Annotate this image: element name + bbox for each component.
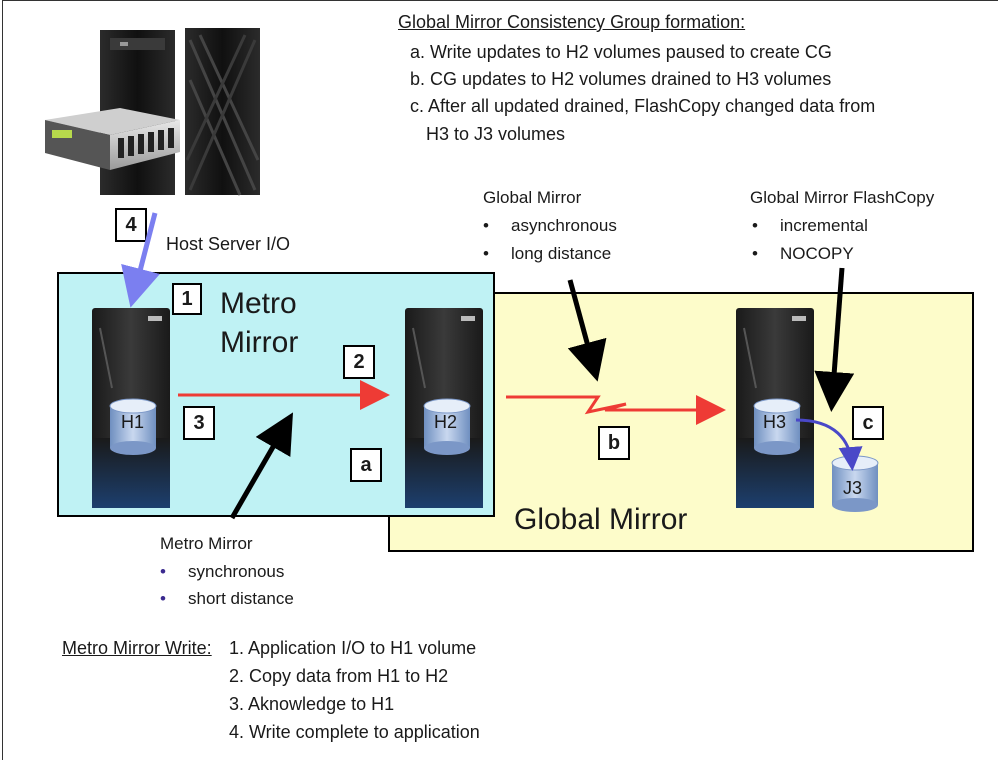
host-servers-image [45,28,260,196]
volume-h3-label: H3 [763,412,787,432]
volume-h1-label: H1 [121,412,145,432]
cg-step-c: c. After all updated drained, FlashCopy … [410,96,876,116]
global-mirror-note-title: Global Mirror [483,188,582,207]
step-3-box: 3 [183,406,215,440]
step-2-box: 2 [343,345,375,379]
global-mirror-link [506,395,726,425]
cg-formation-title: Global Mirror Consistency Group formatio… [398,12,746,32]
metro-write-label: Metro Mirror Write: [62,638,212,658]
volume-h2-label: H2 [434,412,458,432]
flashcopy-note-title: Global Mirror FlashCopy [750,188,935,207]
step-1-box: 1 [172,283,202,315]
metro-write-step-4: 4. Write complete to application [229,722,480,742]
cg-step-a: a. Write updates to H2 volumes paused to… [410,42,832,62]
metro-mirror-note-item-1: •synchronous [160,562,285,581]
volume-h3-icon [753,398,801,455]
metro-mirror-note-title: Metro Mirror [160,534,253,553]
global-mirror-note-item-2: •long distance [483,244,612,263]
metro-mirror-pointer [229,412,293,520]
volume-h1-icon [109,398,157,455]
host-io-arrow [121,212,160,308]
step-b-box: b [598,426,630,460]
flashcopy-arrow [795,418,863,471]
step-4-box: 4 [115,208,147,242]
volume-h2-icon [423,398,471,455]
global-mirror-title: Global Mirror [514,503,688,536]
rack-server-top [45,108,180,135]
flashcopy-note-item-1: •incremental [752,216,868,235]
metro-mirror-note-item-2: •short distance [160,589,294,608]
metro-mirror-title-line1: Metro [220,287,297,320]
flashcopy-pointer [814,267,855,412]
metro-write-step-2: 2. Copy data from H1 to H2 [229,666,449,686]
metro-write-step-1: 1. Application I/O to H1 volume [229,638,477,658]
metro-mirror-title-line2: Mirror [220,326,299,359]
step-c-box: c [852,406,884,440]
volume-j3-label: J3 [843,478,863,498]
cg-step-b: b. CG updates to H2 volumes drained to H… [410,69,832,89]
flashcopy-note-item-2: •NOCOPY [752,244,854,263]
cg-step-c-cont: H3 to J3 volumes [426,124,566,144]
step-a-box: a [350,448,382,482]
host-io-label: Host Server I/O [166,234,291,254]
global-mirror-note-item-1: •asynchronous [483,216,617,235]
global-mirror-pointer [567,279,607,382]
metro-write-step-3: 3. Aknowledge to H1 [229,694,395,714]
